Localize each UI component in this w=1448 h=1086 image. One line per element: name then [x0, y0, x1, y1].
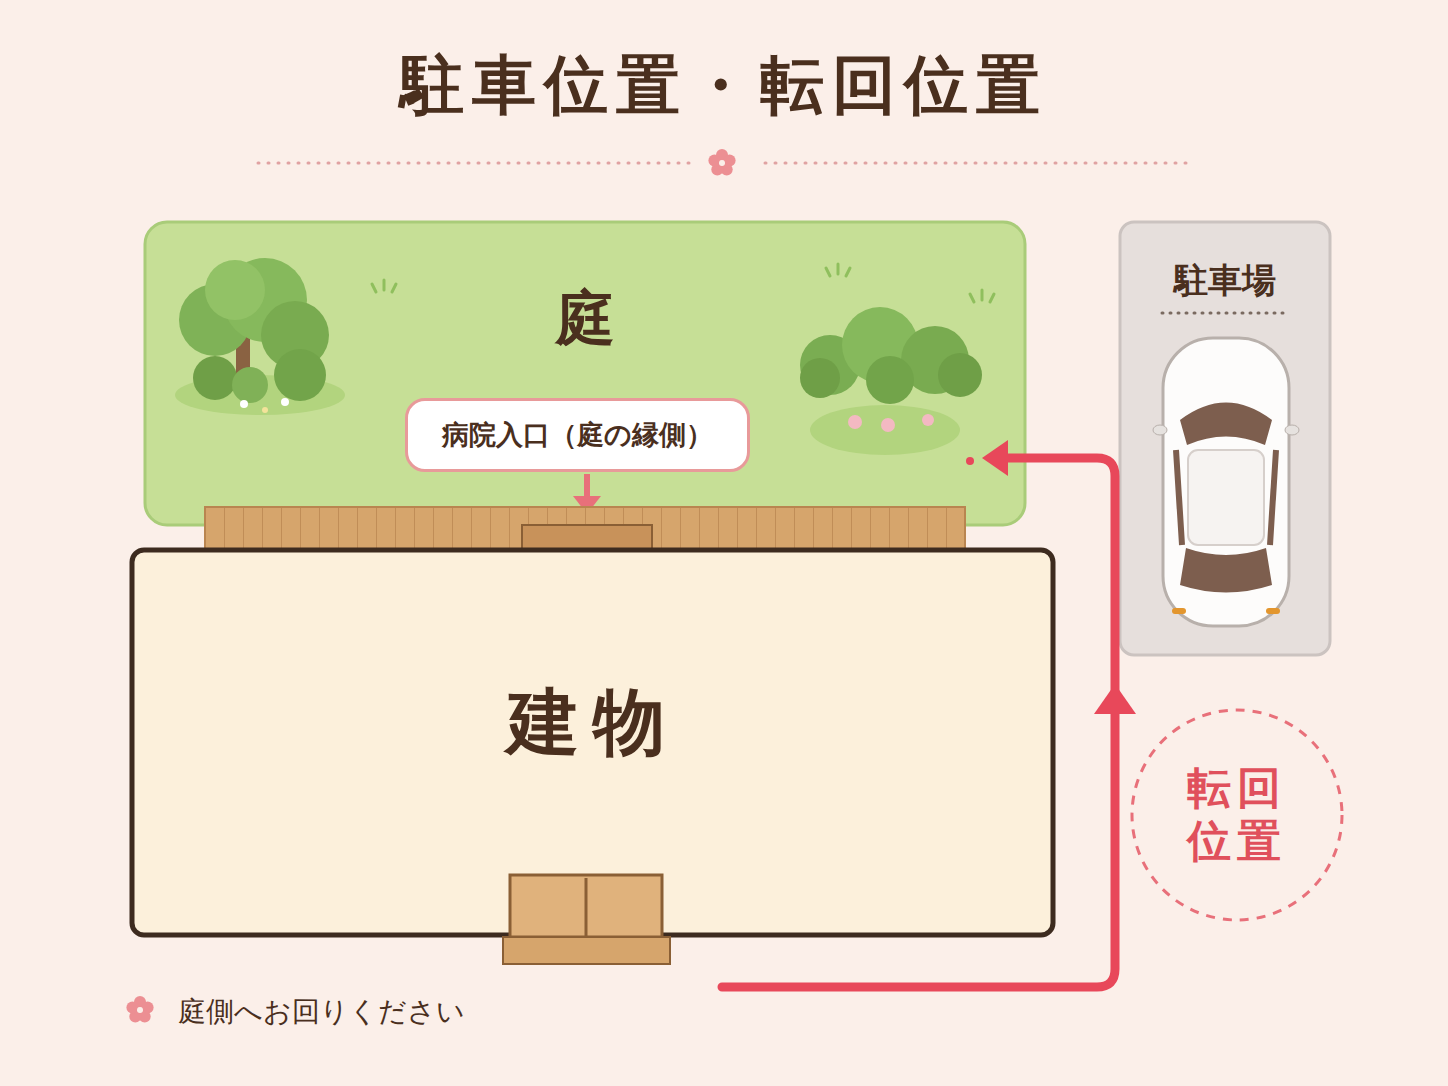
garden-area: 庭病院入口（庭の縁側） [145, 222, 1025, 507]
node-label: 建物 [507, 679, 679, 765]
note-text: 庭側へお回りください [178, 993, 465, 1031]
parking-area: 駐車場 [1120, 222, 1330, 655]
node-label: 駐車場 [1174, 260, 1276, 301]
turning-circle: 転回 位置 [1132, 710, 1342, 920]
node-label: 病院入口（庭の縁側） [442, 419, 713, 451]
diagram-title: 駐車位置・転回位置 [0, 42, 1448, 129]
node-label: 転回 位置 [1186, 762, 1287, 868]
building-box: 建物 [132, 550, 1053, 935]
node-label: 庭 [555, 282, 615, 354]
entrance-callout: 病院入口（庭の縁側） [405, 398, 750, 472]
